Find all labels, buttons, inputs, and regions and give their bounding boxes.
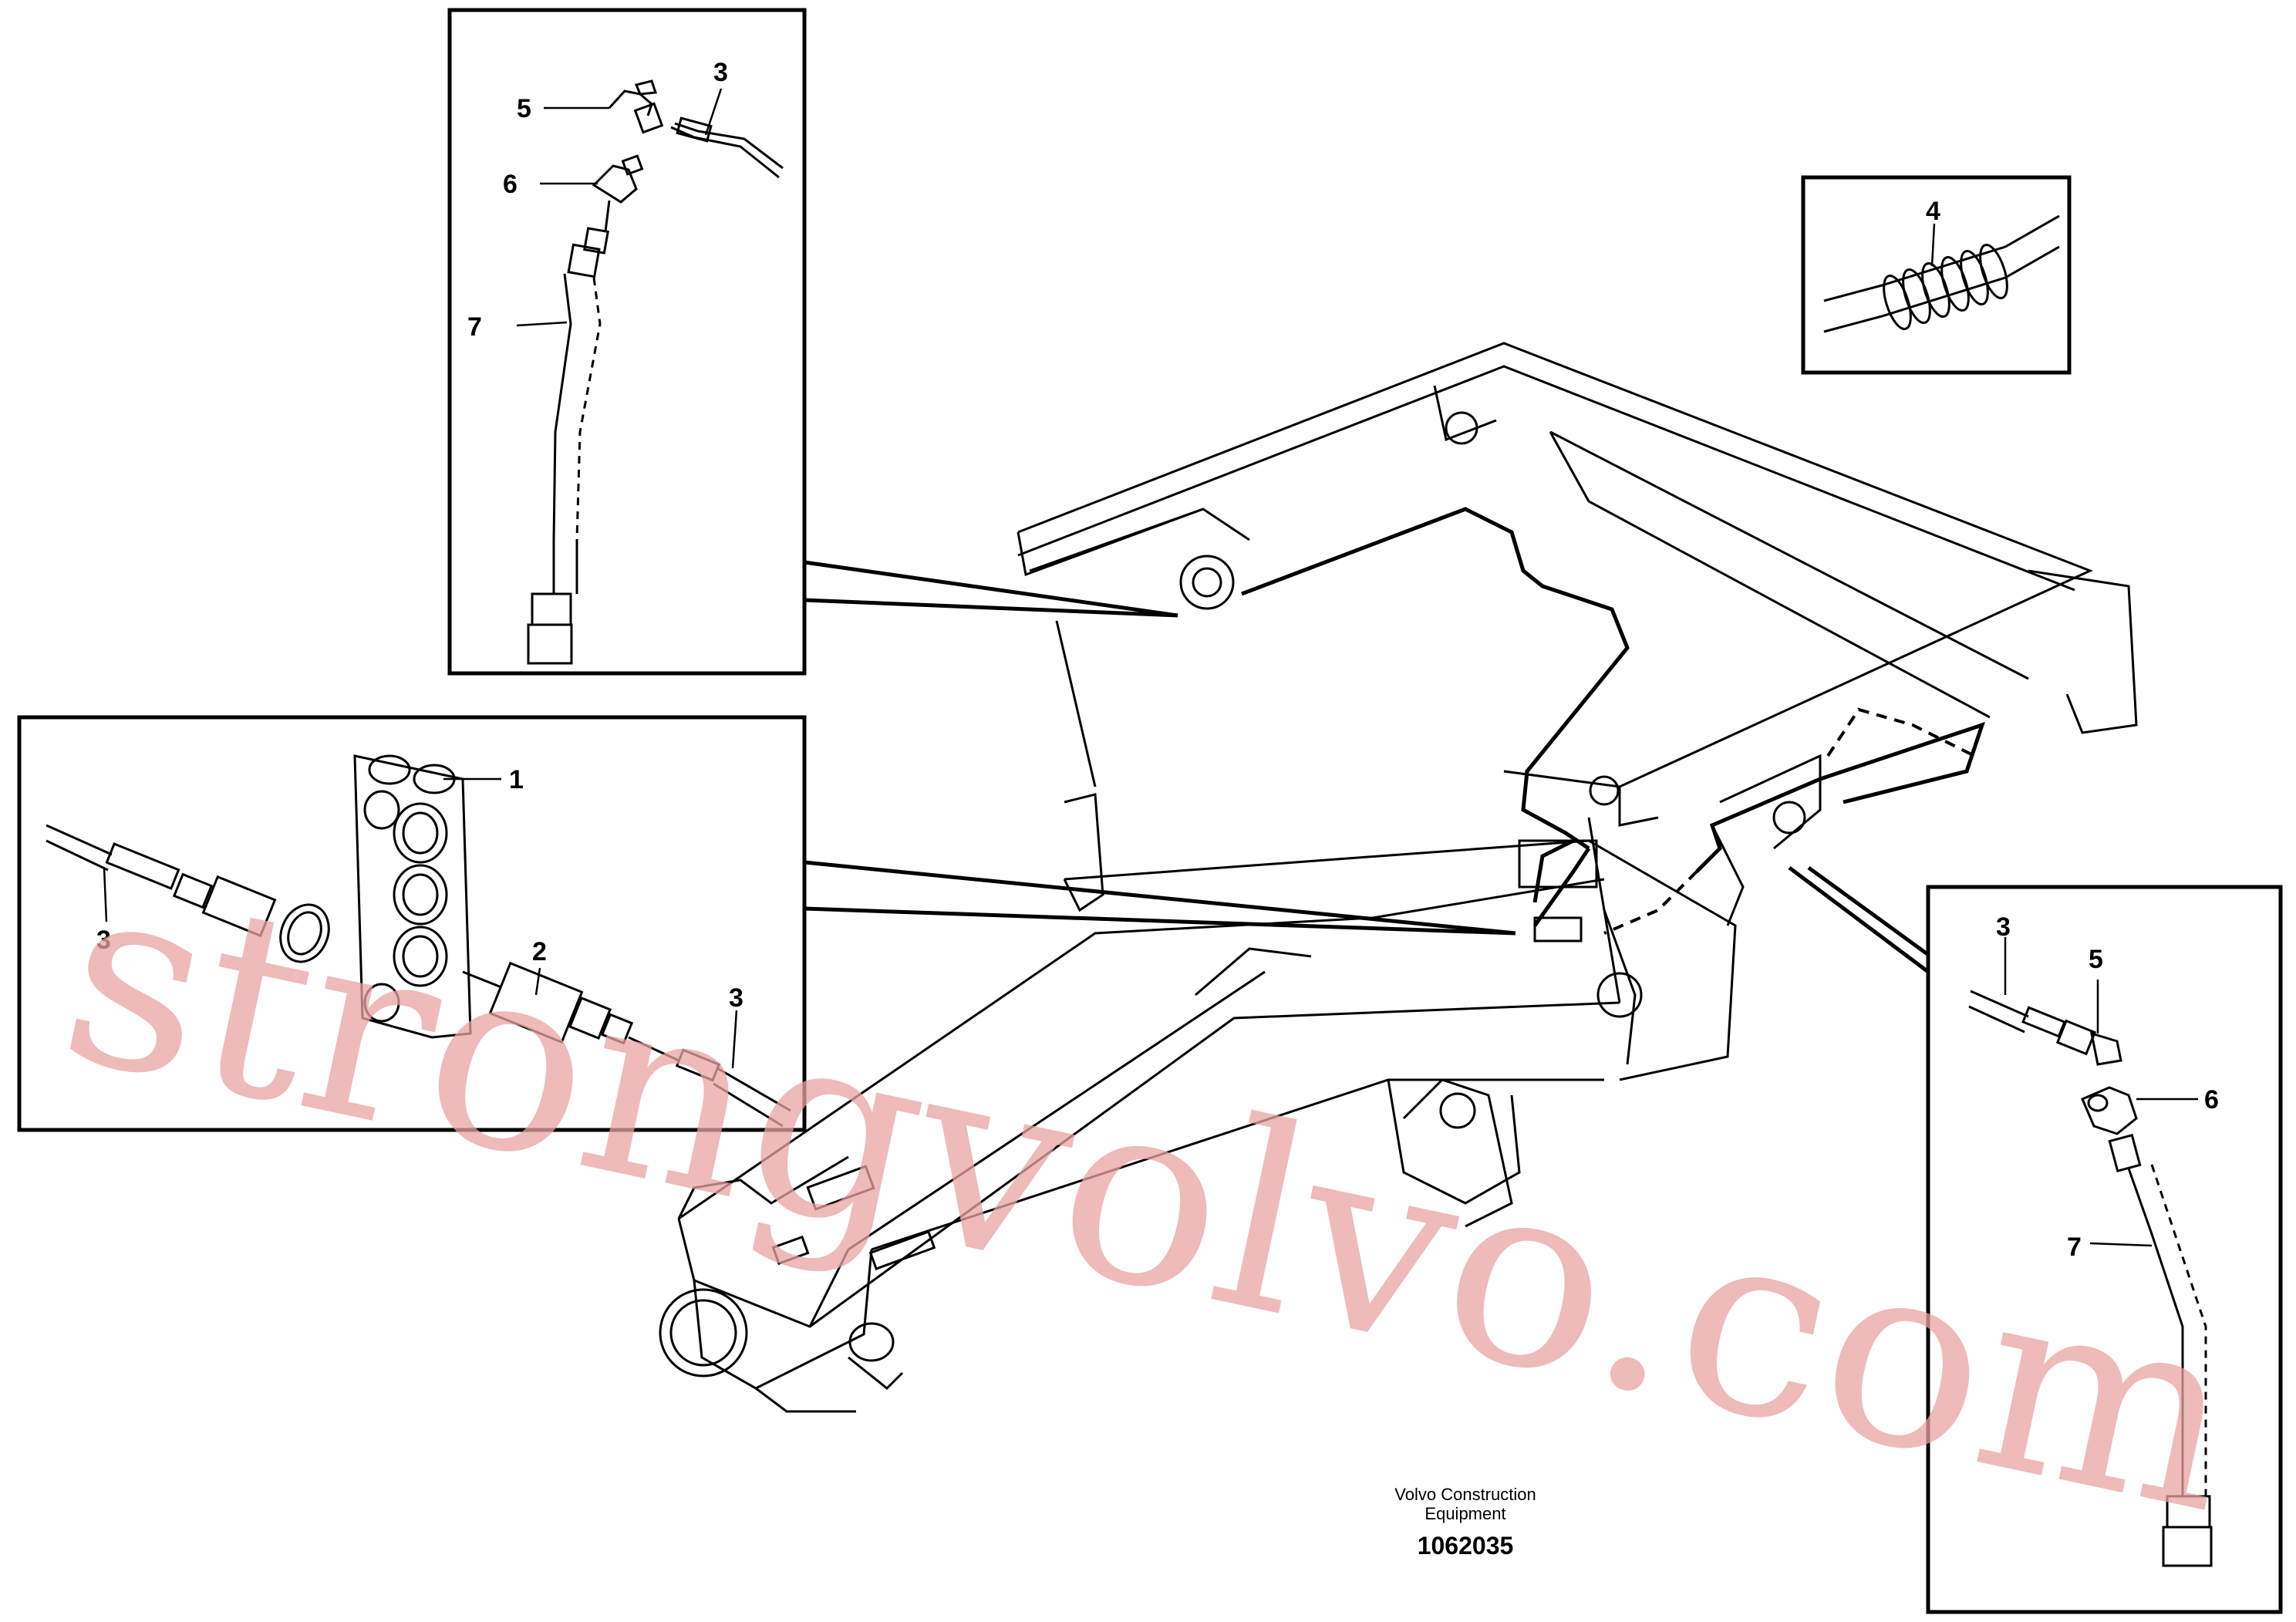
right-callout-7: 7 [2067, 1233, 2082, 1262]
right-hose-3 [1968, 990, 2122, 1066]
right-top-callout-4: 4 [1926, 197, 1940, 226]
inset-leaders [804, 560, 1937, 973]
top-callout-6: 6 [503, 170, 518, 199]
right-top-inset: 4 [1801, 175, 2072, 375]
left-callout-2: 2 [532, 937, 547, 966]
right-top-inset-frame [1801, 175, 2072, 375]
right-bottom-inset: 3 5 6 7 [1926, 885, 2283, 1614]
left-callout-3b: 3 [729, 983, 743, 1013]
left-callout-1: 1 [509, 765, 524, 794]
top-fitting-6 [592, 154, 644, 204]
right-hose-7 [2108, 1133, 2213, 1567]
grease-lines [1241, 507, 1985, 927]
left-callout-3a: 3 [96, 926, 111, 955]
right-callout-3: 3 [1996, 912, 2011, 942]
grease-lines-dashed [1603, 707, 1975, 935]
right-callout-5: 5 [2089, 945, 2103, 974]
company-line-2: Equipment [1424, 1504, 1505, 1523]
left-inset: 1 3 2 3 [17, 715, 807, 1132]
top-hose-3 [670, 116, 784, 179]
company-line-1: Volvo Construction [1394, 1485, 1536, 1504]
top-fitting-5 [608, 79, 664, 134]
dump-body-frame [1017, 342, 2138, 850]
top-callout-7: 7 [467, 312, 482, 342]
right-fitting-6 [2081, 1086, 2138, 1135]
left-hose-3 [46, 824, 330, 963]
right-callout-6: 6 [2204, 1085, 2219, 1114]
coupling-2 [462, 961, 791, 1128]
right-bottom-inset-frame [1926, 885, 2283, 1614]
drawing-number: 1062035 [1418, 1532, 1514, 1560]
top-hose-7 [527, 200, 611, 665]
top-callout-5: 5 [517, 94, 531, 123]
top-inset-frame [447, 8, 807, 676]
chassis-frame [659, 411, 1806, 1413]
top-inset: 5 3 6 7 [447, 8, 807, 676]
footer: Volvo Construction Equipment 1062035 [1394, 1485, 1536, 1560]
distribution-block-1 [353, 754, 472, 1039]
top-callout-3: 3 [713, 58, 728, 87]
spiral-guard-4 [1823, 214, 2060, 333]
